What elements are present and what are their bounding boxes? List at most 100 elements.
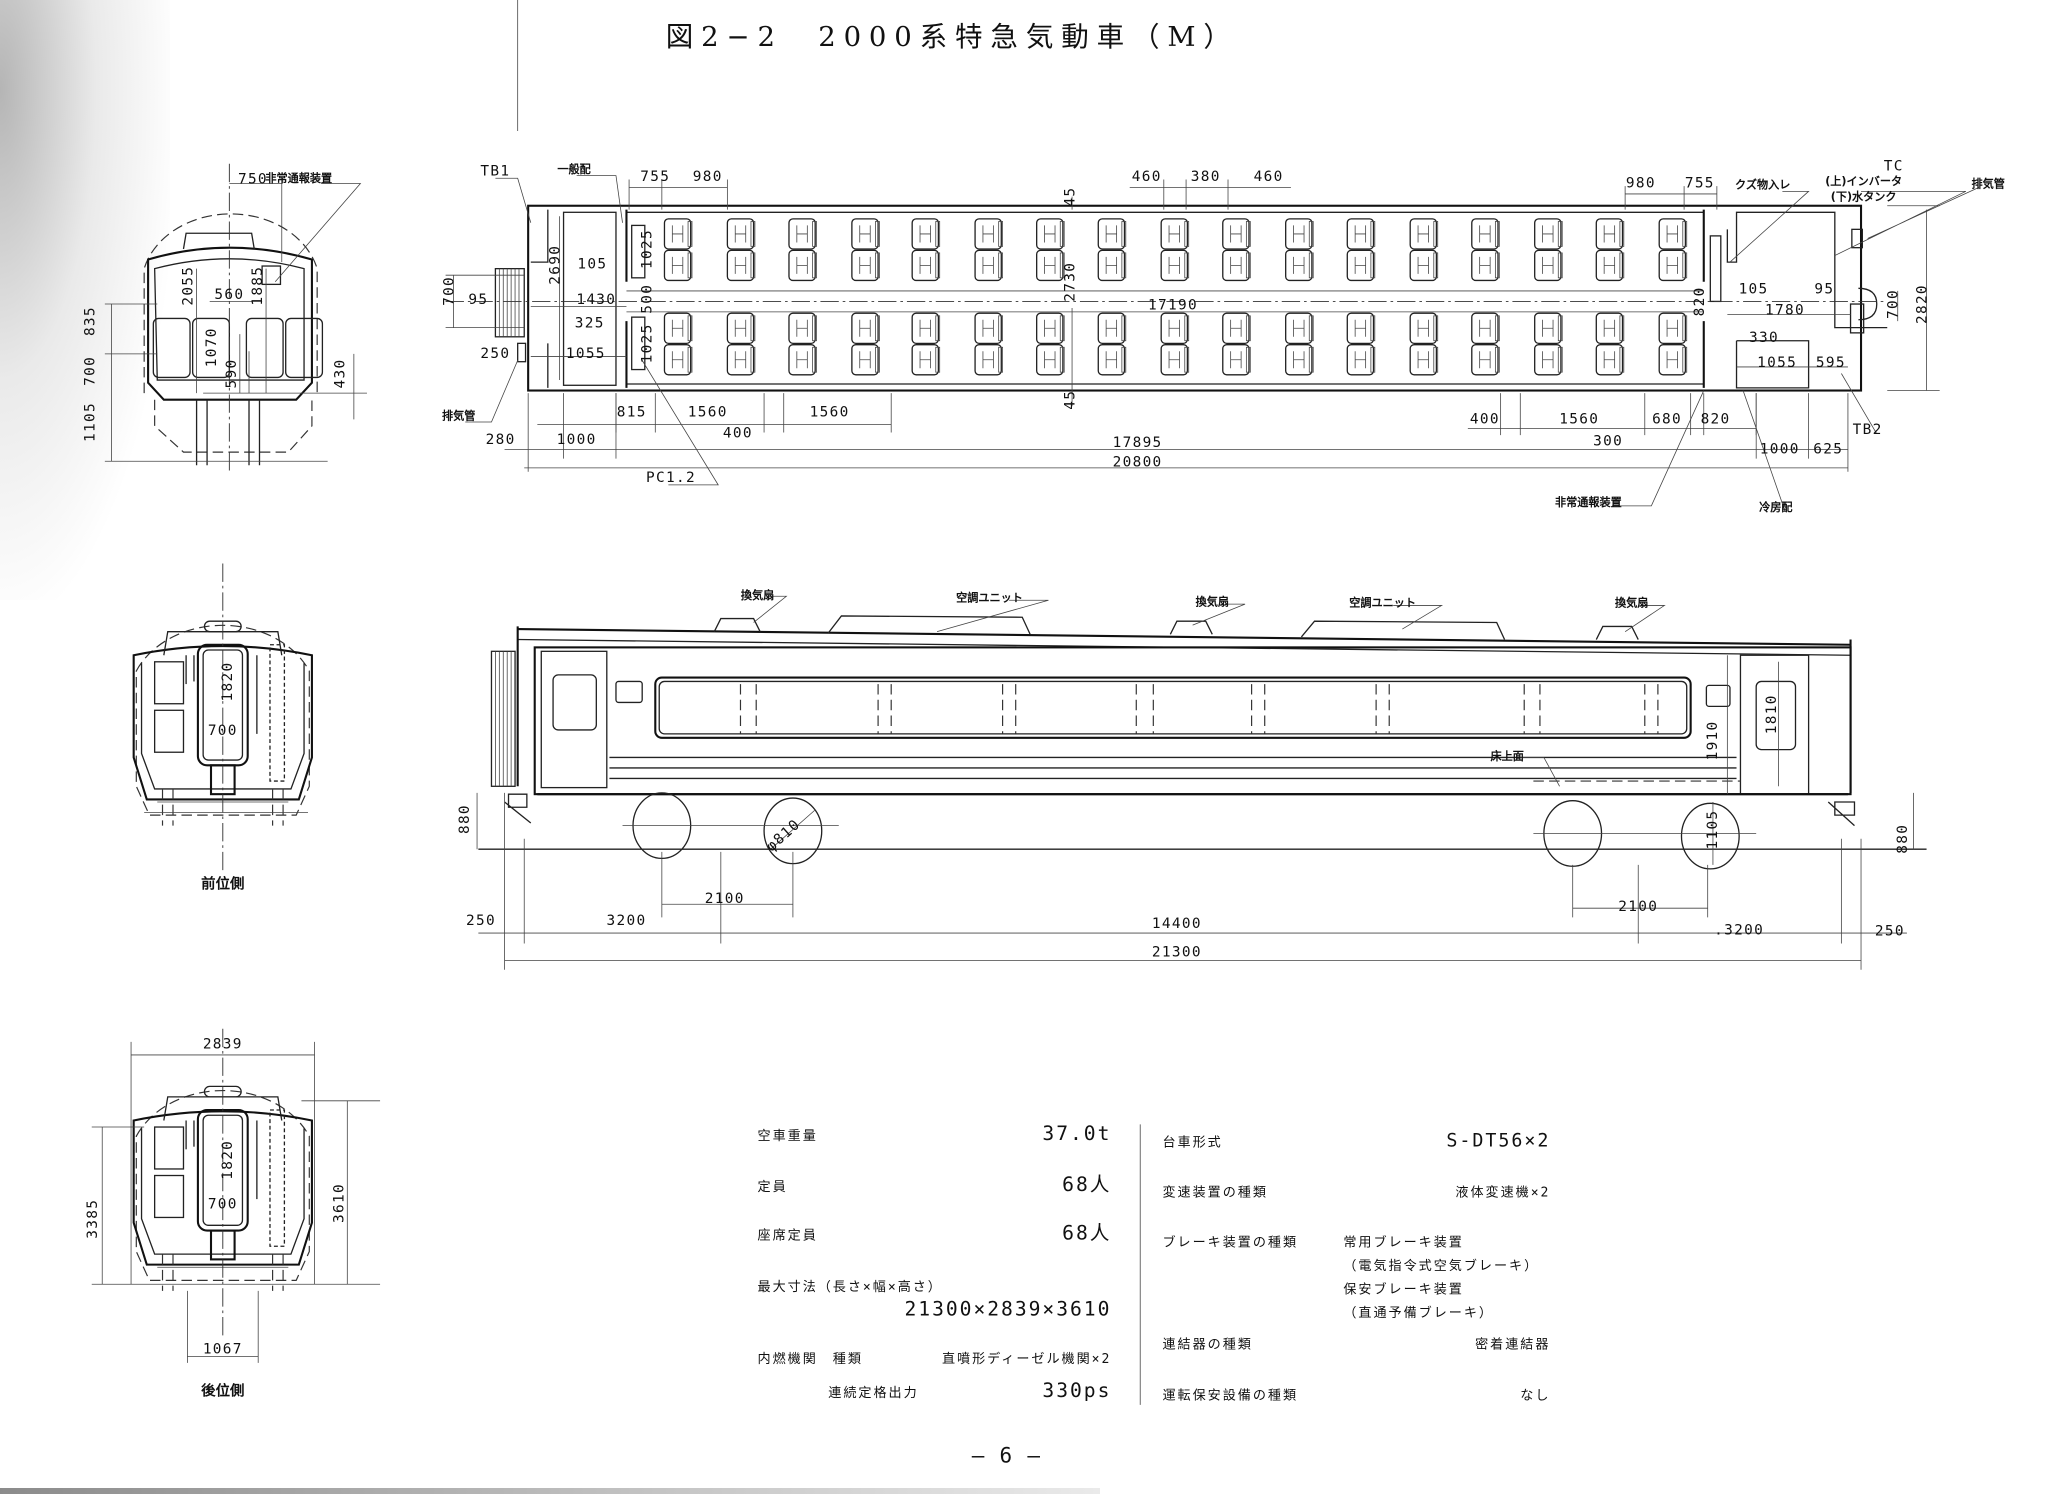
dimension-label: 280 <box>486 432 516 448</box>
dimension-label: 500 <box>639 284 655 314</box>
seat-layout <box>663 218 1688 376</box>
seat <box>1595 218 1625 250</box>
spec-value: 21300×2839×3610 <box>905 1298 1112 1321</box>
dimension-label: 700 <box>208 1196 238 1212</box>
rear-end-view <box>91 1027 381 1363</box>
dimension-label: 755 <box>640 169 670 185</box>
spec-value: 直噴形ディーゼル機関×2 <box>942 1350 1111 1367</box>
seat <box>851 249 880 282</box>
seat <box>1285 249 1314 282</box>
dimension-label: 380 <box>1191 169 1221 185</box>
dimension-label: PC1.2 <box>646 470 696 486</box>
seat <box>1036 218 1065 250</box>
dimension-label: 95 <box>1814 282 1834 298</box>
seat <box>974 218 1003 250</box>
dimension-label: 2730 <box>1063 262 1079 302</box>
spec-label: 最大寸法（長さ×幅×高さ） <box>758 1278 943 1295</box>
seat <box>1036 312 1065 345</box>
side-view <box>476 595 1927 970</box>
dimension-label: 1820 <box>220 661 236 701</box>
seat <box>1346 218 1376 250</box>
dimension-label: 45 <box>1063 390 1079 410</box>
seat <box>1285 344 1314 376</box>
dimension-label: 460 <box>1132 169 1162 185</box>
dimension-label: 300 <box>1593 434 1623 450</box>
drawing-label: 空調ユニット <box>1349 596 1416 610</box>
seat <box>1534 218 1563 250</box>
dimension-label: 755 <box>1685 175 1715 191</box>
cross-section-view <box>104 163 367 472</box>
dimension-label: 820 <box>1692 286 1708 316</box>
seat <box>1097 249 1127 282</box>
spec-label: 変速装置の種類 <box>1162 1183 1267 1200</box>
dimension-label: 460 <box>1254 169 1284 185</box>
seat <box>726 249 756 282</box>
dimension-label: 330 <box>1749 330 1779 346</box>
front-end-view <box>132 562 313 873</box>
seat <box>911 312 941 345</box>
seat <box>974 249 1003 282</box>
dimension-label: 20800 <box>1113 455 1163 471</box>
dimension-label: 2100 <box>705 891 745 907</box>
seat <box>1471 344 1500 376</box>
seat <box>974 344 1003 376</box>
seat <box>663 249 693 282</box>
dimension-label: 880 <box>1895 824 1911 854</box>
dimension-label: 700 <box>82 356 98 386</box>
seat <box>1595 344 1625 376</box>
drawing-label: 床上面 <box>1490 749 1523 763</box>
drawing-label: 空調ユニット <box>956 591 1023 605</box>
dimension-label: 2839 <box>203 1036 243 1052</box>
seat <box>1346 249 1376 282</box>
spec-value-line: 常用ブレーキ装置 <box>1343 1233 1463 1250</box>
view-caption: 後位側 <box>201 1382 244 1400</box>
spec-value-line: 保安ブレーキ装置 <box>1343 1280 1463 1297</box>
seat <box>726 312 756 345</box>
drawing-label: 換気扇 <box>1196 594 1229 608</box>
seat <box>788 344 817 376</box>
spec-value-line: （直通予備ブレーキ） <box>1343 1304 1494 1321</box>
dimension-label: 3200 <box>606 913 646 929</box>
dimension-label: 430 <box>333 359 349 389</box>
seat <box>911 344 941 376</box>
dimension-label: 325 <box>575 316 605 332</box>
dimension-label: 1820 <box>220 1140 236 1180</box>
dimension-label: 400 <box>1470 411 1500 427</box>
spec-label: 連結器の種類 <box>1162 1336 1252 1352</box>
drawing-label: 一般配 <box>557 162 591 176</box>
dimension-label: 1000 <box>1760 441 1800 457</box>
spec-value: S-DT56×2 <box>1446 1131 1550 1152</box>
dimension-label: 1055 <box>1757 355 1797 371</box>
dimension-label: TC <box>1884 158 1904 174</box>
spec-value: 68人 <box>1062 1173 1111 1196</box>
seat <box>788 312 817 345</box>
view-caption: 前位側 <box>201 875 244 893</box>
seat <box>1409 312 1439 345</box>
drawing-label: 排気管 <box>1971 176 2004 190</box>
drawing-label: 換気扇 <box>741 588 774 602</box>
seat <box>1222 249 1251 282</box>
seat <box>726 218 756 250</box>
dimension-label: 1560 <box>810 405 850 421</box>
seat <box>1471 218 1500 250</box>
dimension-label: 250 <box>480 346 510 362</box>
dimension-label: TB1 <box>480 164 510 180</box>
seat <box>1409 218 1439 250</box>
seat <box>1595 312 1625 345</box>
seat <box>974 312 1003 345</box>
dimension-label: 1780 <box>1765 303 1805 319</box>
dimension-label: 820 <box>1701 411 1731 427</box>
seat <box>663 218 693 250</box>
dimension-label: 1560 <box>688 405 728 421</box>
seat <box>663 312 693 345</box>
seat <box>1534 344 1563 376</box>
spec-label: 座席定員 <box>758 1228 818 1244</box>
dimension-label: 560 <box>214 287 244 303</box>
seat <box>851 218 880 250</box>
seat <box>1534 312 1563 345</box>
dimension-label: 2820 <box>1915 284 1931 324</box>
seat <box>1658 218 1688 250</box>
drawing-label: 換気扇 <box>1615 596 1648 610</box>
dimension-label: 700 <box>1886 289 1902 319</box>
